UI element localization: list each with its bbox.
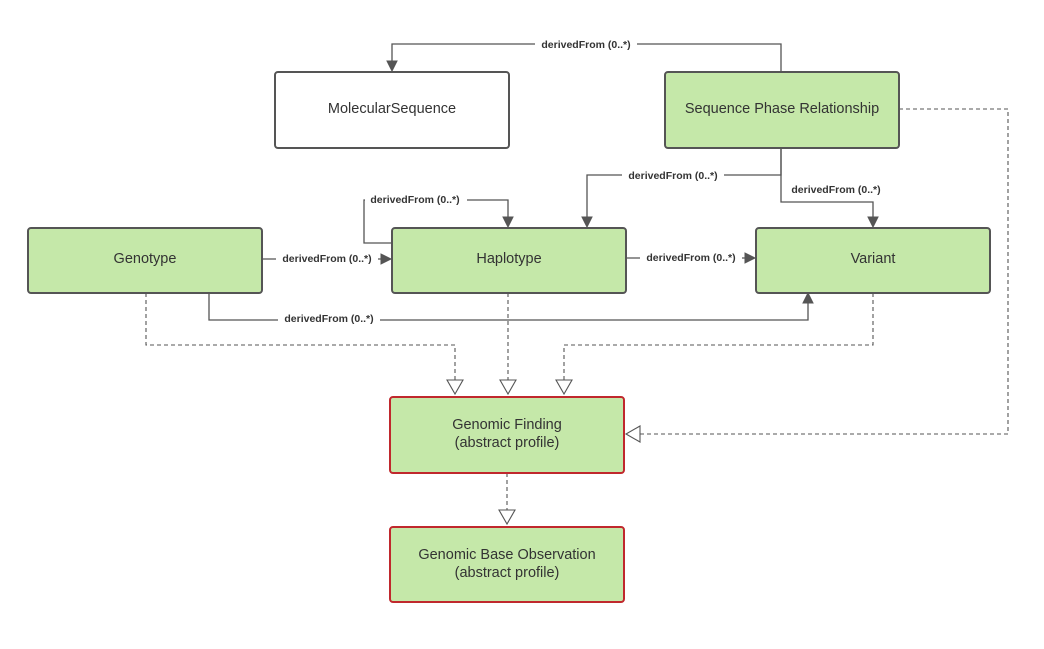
generalization-variant-to-finding bbox=[555, 293, 874, 396]
node-box bbox=[274, 71, 510, 149]
node-label: MolecularSequence bbox=[328, 101, 456, 117]
generalization-finding-to-base-observation bbox=[498, 473, 516, 526]
node-label-line2: (abstract profile) bbox=[455, 435, 560, 451]
node-label: Genotype bbox=[114, 251, 177, 267]
node-box bbox=[27, 227, 263, 294]
node-molecular-sequence: MolecularSequence bbox=[274, 71, 510, 149]
edge-label-spr-variant: derivedFrom (0..*) bbox=[791, 184, 880, 196]
edge-spr-to-molecular-sequence: derivedFrom (0..*) bbox=[386, 37, 782, 73]
node-label: Sequence Phase Relationship bbox=[685, 101, 879, 117]
node-box bbox=[389, 526, 625, 603]
node-label: Variant bbox=[851, 251, 896, 267]
node-haplotype: Haplotype bbox=[391, 227, 627, 294]
edge-genotype-to-haplotype: derivedFrom (0..*) bbox=[262, 252, 393, 266]
generalization-genotype-to-finding bbox=[145, 293, 464, 396]
edge-spr-to-variant: derivedFrom (0..*) bbox=[780, 148, 881, 229]
node-box bbox=[391, 227, 627, 294]
node-box bbox=[389, 396, 625, 474]
edge-label-spr-haplotype: derivedFrom (0..*) bbox=[628, 170, 717, 182]
node-label-line1: Genomic Base Observation bbox=[418, 547, 595, 563]
node-genotype: Genotype bbox=[27, 227, 263, 294]
generalization-haplotype-to-finding bbox=[499, 293, 517, 396]
node-label-line1: Genomic Finding bbox=[452, 417, 562, 433]
node-box bbox=[755, 227, 991, 294]
edge-label-spr-molecular-sequence: derivedFrom (0..*) bbox=[541, 39, 630, 51]
edge-label-genotype-haplotype: derivedFrom (0..*) bbox=[282, 253, 371, 265]
edge-label-haplotype-self: derivedFrom (0..*) bbox=[370, 194, 459, 206]
edge-label-genotype-variant: derivedFrom (0..*) bbox=[284, 313, 373, 325]
edge-haplotype-self: derivedFrom (0..*) bbox=[363, 193, 514, 244]
node-box bbox=[664, 71, 900, 149]
edge-genotype-to-variant: derivedFrom (0..*) bbox=[208, 291, 814, 326]
node-label: Haplotype bbox=[476, 251, 541, 267]
node-variant: Variant bbox=[755, 227, 991, 294]
generalization-spr-to-finding bbox=[624, 108, 1009, 443]
edge-spr-to-haplotype: derivedFrom (0..*) bbox=[581, 148, 782, 229]
edge-label-haplotype-variant: derivedFrom (0..*) bbox=[646, 252, 735, 264]
edge-haplotype-to-variant: derivedFrom (0..*) bbox=[626, 251, 757, 265]
node-sequence-phase-relationship: Sequence Phase Relationship bbox=[664, 71, 900, 149]
node-genomic-base-observation: Genomic Base Observation (abstract profi… bbox=[389, 526, 625, 603]
node-genomic-finding: Genomic Finding (abstract profile) bbox=[389, 396, 625, 474]
node-label-line2: (abstract profile) bbox=[455, 565, 560, 581]
